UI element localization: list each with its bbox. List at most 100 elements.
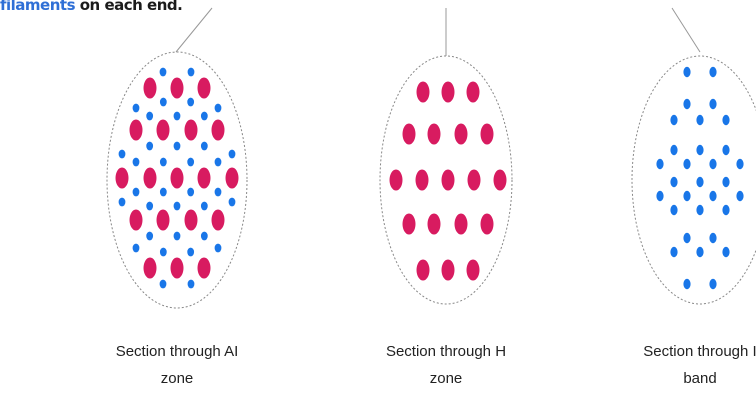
thin-filament-dot (160, 188, 167, 197)
thin-filament-dot (133, 244, 140, 253)
thin-filament-dot (119, 198, 126, 207)
thick-filament-dot (185, 210, 198, 231)
thin-filament-dot (229, 198, 236, 207)
caption-h-line1: Section through H (346, 338, 546, 365)
thin-filament-dot (160, 248, 167, 257)
cross-section-h-filaments (390, 82, 507, 281)
thick-filament-dot (467, 82, 480, 103)
thin-filament-dot (683, 67, 690, 77)
thick-filament-dot (171, 168, 184, 189)
thick-filament-dot (442, 82, 455, 103)
thin-filament-dot (187, 188, 194, 197)
thick-filament-dot (171, 258, 184, 279)
thin-filament-dot (146, 112, 153, 121)
thin-filament-dot (709, 159, 716, 169)
thick-filament-dot (467, 260, 480, 281)
thin-filament-dot (670, 247, 677, 257)
thin-filament-dot (133, 188, 140, 197)
caption-h-line2: zone (346, 365, 546, 392)
thick-filament-dot (144, 168, 157, 189)
caption-ai-zone: Section through AI zone (77, 338, 277, 392)
cross-section-i-outline (632, 56, 756, 304)
thin-filament-dot (709, 191, 716, 201)
thin-filament-dot (736, 191, 743, 201)
thick-filament-dot (442, 170, 455, 191)
thick-filament-dot (468, 170, 481, 191)
cross-section-i-filaments (656, 67, 743, 289)
thin-filament-dot (696, 205, 703, 215)
thick-filament-dot (416, 170, 429, 191)
thin-filament-dot (722, 205, 729, 215)
thin-filament-dot (174, 112, 181, 121)
thin-filament-dot (722, 145, 729, 155)
thin-filament-dot (187, 248, 194, 257)
thin-filament-dot (215, 104, 222, 113)
thick-filament-dot (185, 120, 198, 141)
thin-filament-dot (160, 98, 167, 107)
thick-filament-dot (144, 258, 157, 279)
thick-filament-dot (157, 210, 170, 231)
thin-filament-dot (722, 177, 729, 187)
thin-filament-dot (160, 68, 167, 77)
thick-filament-dot (144, 78, 157, 99)
thin-filament-dot (187, 158, 194, 167)
thin-filament-dot (146, 202, 153, 211)
thin-filament-dot (188, 68, 195, 77)
thin-filament-dot (709, 67, 716, 77)
thin-filament-dot (174, 142, 181, 151)
thin-filament-dot (696, 145, 703, 155)
thin-filament-dot (683, 191, 690, 201)
thin-filament-dot (229, 150, 236, 159)
thick-filament-dot (417, 260, 430, 281)
thick-filament-dot (428, 214, 441, 235)
thick-filament-dot (198, 258, 211, 279)
thin-filament-dot (670, 115, 677, 125)
thin-filament-dot (187, 98, 194, 107)
thin-filament-dot (201, 142, 208, 151)
thin-filament-dot (133, 104, 140, 113)
thick-filament-dot (157, 120, 170, 141)
thin-filament-dot (696, 247, 703, 257)
thin-filament-dot (201, 202, 208, 211)
caption-h-zone: Section through H zone (346, 338, 546, 392)
thick-filament-dot (403, 214, 416, 235)
thin-filament-dot (160, 280, 167, 289)
thick-filament-dot (226, 168, 239, 189)
thin-filament-dot (670, 177, 677, 187)
thick-filament-dot (130, 210, 143, 231)
thin-filament-dot (174, 232, 181, 241)
caption-i-line1: Section through I (600, 338, 756, 365)
thin-filament-dot (696, 177, 703, 187)
thin-filament-dot (146, 232, 153, 241)
thin-filament-dot (188, 280, 195, 289)
thin-filament-dot (146, 142, 153, 151)
thin-filament-dot (709, 99, 716, 109)
thin-filament-dot (736, 159, 743, 169)
thick-filament-dot (455, 124, 468, 145)
thick-filament-dot (417, 82, 430, 103)
caption-i-band: Section through I band (600, 338, 756, 392)
thick-filament-dot (428, 124, 441, 145)
thin-filament-dot (722, 247, 729, 257)
thick-filament-dot (198, 168, 211, 189)
cross-section-ai-filaments (116, 68, 239, 289)
pointer-line-ai (176, 8, 212, 52)
thin-filament-dot (670, 205, 677, 215)
thick-filament-dot (403, 124, 416, 145)
thin-filament-dot (201, 112, 208, 121)
thin-filament-dot (722, 115, 729, 125)
thin-filament-dot (670, 145, 677, 155)
thick-filament-dot (171, 78, 184, 99)
thin-filament-dot (160, 158, 167, 167)
thick-filament-dot (212, 120, 225, 141)
thick-filament-dot (455, 214, 468, 235)
thin-filament-dot (656, 191, 663, 201)
thin-filament-dot (683, 159, 690, 169)
thick-filament-dot (494, 170, 507, 191)
thin-filament-dot (709, 279, 716, 289)
caption-ai-line2: zone (77, 365, 277, 392)
thick-filament-dot (212, 210, 225, 231)
thin-filament-dot (133, 158, 140, 167)
thin-filament-dot (215, 244, 222, 253)
thin-filament-dot (683, 233, 690, 243)
